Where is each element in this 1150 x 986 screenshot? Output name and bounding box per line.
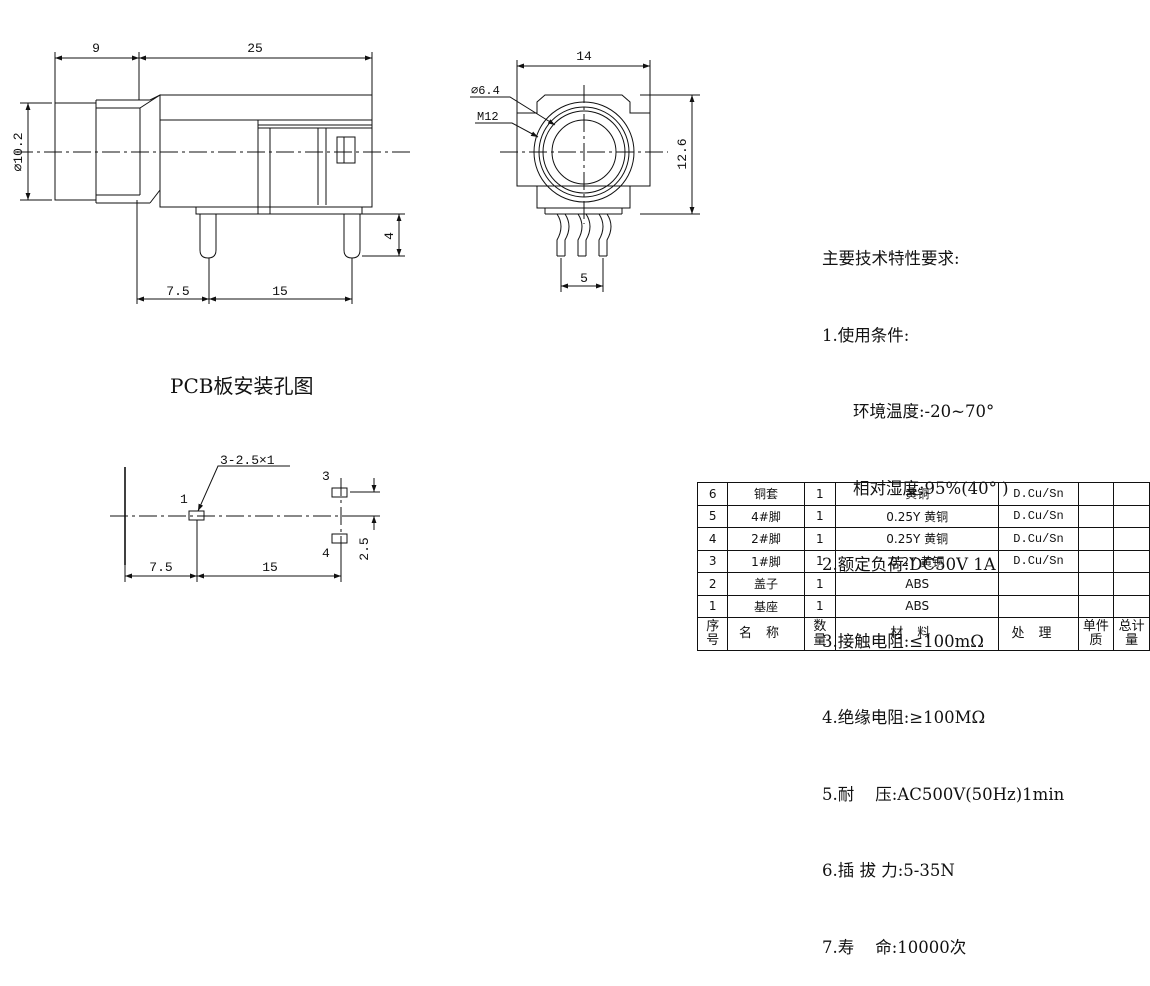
bom-total-mass xyxy=(1113,549,1150,573)
label-hole-diameter: ⌀6.4 xyxy=(471,84,500,98)
bom-total-mass xyxy=(1113,527,1150,551)
bom-no: 5 xyxy=(696,504,729,528)
dim-height: 12.6 xyxy=(675,138,690,169)
bom-total-mass xyxy=(1113,594,1150,618)
spec-item: 4.绝缘电阻:≥100MΩ xyxy=(822,708,986,727)
table-header-row: 序号 名称 数量 材料 处理 单件质 总计量 xyxy=(696,617,1150,651)
bom-material: ABS xyxy=(835,594,1000,618)
table-row: 5 4#脚 1 0.25Y 黄铜 D.Cu/Sn xyxy=(696,504,1150,528)
hole-spec: 3-2.5×1 xyxy=(220,453,275,468)
bom-unit-mass xyxy=(1077,549,1115,573)
header-name: 名称 xyxy=(727,617,805,651)
bom-finish: D.Cu/Sn xyxy=(998,549,1079,573)
bom-name: 4#脚 xyxy=(727,504,805,528)
bom-no: 3 xyxy=(696,549,729,573)
pcb-pin-1: 1 xyxy=(180,492,188,507)
header-qty: 数量 xyxy=(803,617,837,651)
bom-finish: D.Cu/Sn xyxy=(998,527,1079,551)
dim-width: 14 xyxy=(576,49,592,64)
header-no: 序号 xyxy=(696,617,729,651)
header-material: 材料 xyxy=(835,617,1000,651)
bom-no: 2 xyxy=(696,572,729,596)
pcb-pin-3: 3 xyxy=(322,469,330,484)
bom-total-mass xyxy=(1113,504,1150,528)
dim-diameter: ⌀10.2 xyxy=(11,132,26,171)
bom-unit-mass xyxy=(1077,572,1115,596)
technical-drawing: 9 25 ⌀10.2 7.5 15 4 14 12. xyxy=(11,41,700,582)
dim-body-len: 25 xyxy=(247,41,263,56)
spec-item: 1.使用条件: xyxy=(822,325,910,345)
bom-name: 盖子 xyxy=(727,572,805,596)
pcb-dim-a: 7.5 xyxy=(149,560,172,575)
front-view xyxy=(470,60,700,292)
dim-pin-len: 4 xyxy=(382,232,397,240)
bom-finish xyxy=(998,594,1079,618)
bom-material: ABS xyxy=(835,572,1000,596)
dim-pin-pitch-b: 15 xyxy=(272,284,288,299)
bom-name: 1#脚 xyxy=(727,549,805,573)
bom-name: 铜套 xyxy=(727,482,805,506)
table-row: 1 基座 1 ABS xyxy=(696,594,1150,618)
dim-pin-pitch: 5 xyxy=(580,271,588,286)
bom-material: 0.2Y 黄铜 xyxy=(835,549,1000,573)
spec-item: 5.耐 压:AC500V(50Hz)1min xyxy=(822,784,1065,804)
side-view xyxy=(15,52,410,304)
table-row: 2 盖子 1 ABS xyxy=(696,572,1150,596)
bom-qty: 1 xyxy=(803,482,837,506)
bom-name: 2#脚 xyxy=(727,527,805,551)
bom-unit-mass xyxy=(1077,594,1115,618)
bom-unit-mass xyxy=(1077,527,1115,551)
bom-name: 基座 xyxy=(727,594,805,618)
bom-qty: 1 xyxy=(803,594,837,618)
bom-finish: D.Cu/Sn xyxy=(998,504,1079,528)
bom-total-mass xyxy=(1113,482,1150,506)
bom-unit-mass xyxy=(1077,504,1115,528)
header-total-mass: 总计量 xyxy=(1113,617,1150,651)
header-finish: 处理 xyxy=(998,617,1079,651)
table-row: 4 2#脚 1 0.25Y 黄铜 D.Cu/Sn xyxy=(696,527,1150,551)
table-row: 6 铜套 1 黄铜 D.Cu/Sn xyxy=(696,482,1150,506)
bom-material: 0.25Y 黄铜 xyxy=(835,527,1000,551)
bom-material: 0.25Y 黄铜 xyxy=(835,504,1000,528)
spec-heading: 主要技术特性要求: xyxy=(822,249,960,268)
bom-no: 1 xyxy=(696,594,729,618)
spec-item: 7.寿 命:10000次 xyxy=(822,937,967,957)
bom-no: 4 xyxy=(696,527,729,551)
spec-item: 6.插 拔 力:5-35N xyxy=(822,861,955,880)
spec-item: 环境温度:-20~70° xyxy=(853,402,995,421)
bom-qty: 1 xyxy=(803,527,837,551)
bom-finish xyxy=(998,572,1079,596)
pcb-dim-b: 15 xyxy=(262,560,278,575)
bom-qty: 1 xyxy=(803,572,837,596)
pcb-pin-4: 4 xyxy=(322,546,330,561)
label-thread: M12 xyxy=(477,110,499,124)
dim-front-len: 9 xyxy=(92,41,100,56)
pcb-title: PCB板安装孔图 xyxy=(170,374,313,398)
bom-no: 6 xyxy=(696,482,729,506)
bom-qty: 1 xyxy=(803,504,837,528)
header-unit-mass: 单件质 xyxy=(1077,617,1115,651)
pcb-layout xyxy=(110,465,380,582)
bom-qty: 1 xyxy=(803,549,837,573)
dim-pin-pitch-a: 7.5 xyxy=(166,284,189,299)
bom-total-mass xyxy=(1113,572,1150,596)
pcb-dim-c: 2.5 xyxy=(357,537,372,560)
table-row: 3 1#脚 1 0.2Y 黄铜 D.Cu/Sn xyxy=(696,549,1150,573)
bom-table: 6 铜套 1 黄铜 D.Cu/Sn 5 4#脚 1 0.25Y 黄铜 D.Cu/… xyxy=(696,482,1150,651)
bom-unit-mass xyxy=(1077,482,1115,506)
bom-finish: D.Cu/Sn xyxy=(998,482,1079,506)
bom-material: 黄铜 xyxy=(835,482,1000,506)
